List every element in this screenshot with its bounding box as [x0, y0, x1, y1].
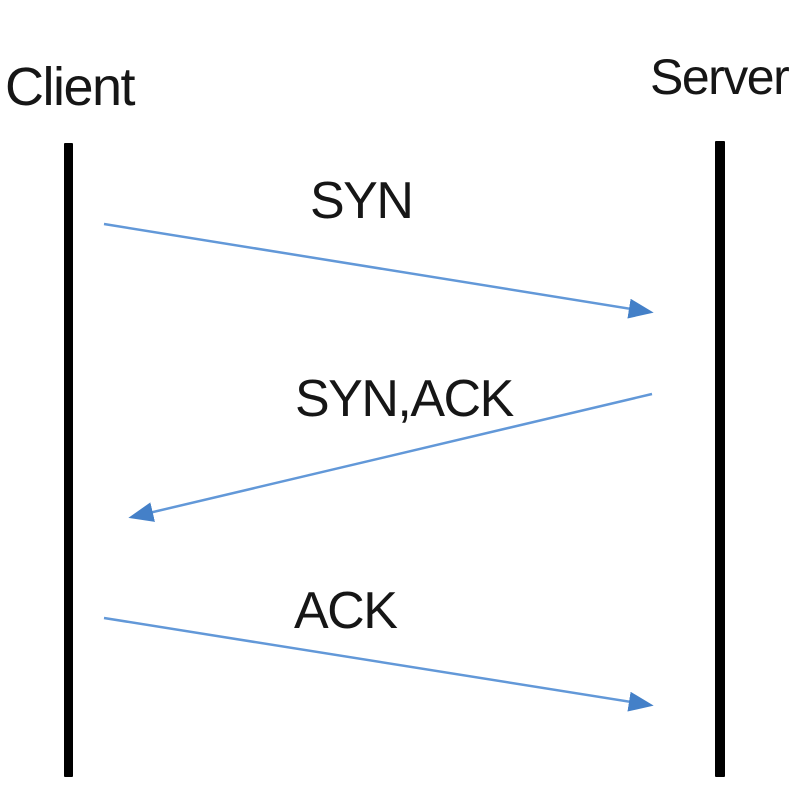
server-lifeline [715, 141, 725, 777]
client-lifeline [64, 143, 73, 777]
syn-ack-arrow [128, 392, 653, 522]
message-label-syn-ack: SYN,ACK [295, 370, 514, 428]
syn-arrow [103, 222, 654, 319]
message-label-ack: ACK [294, 582, 398, 640]
ack-arrow [103, 616, 654, 712]
message-label-syn: SYN [310, 172, 414, 230]
actor-label-server: Server [650, 49, 790, 105]
actor-label-client: Client [5, 57, 136, 117]
